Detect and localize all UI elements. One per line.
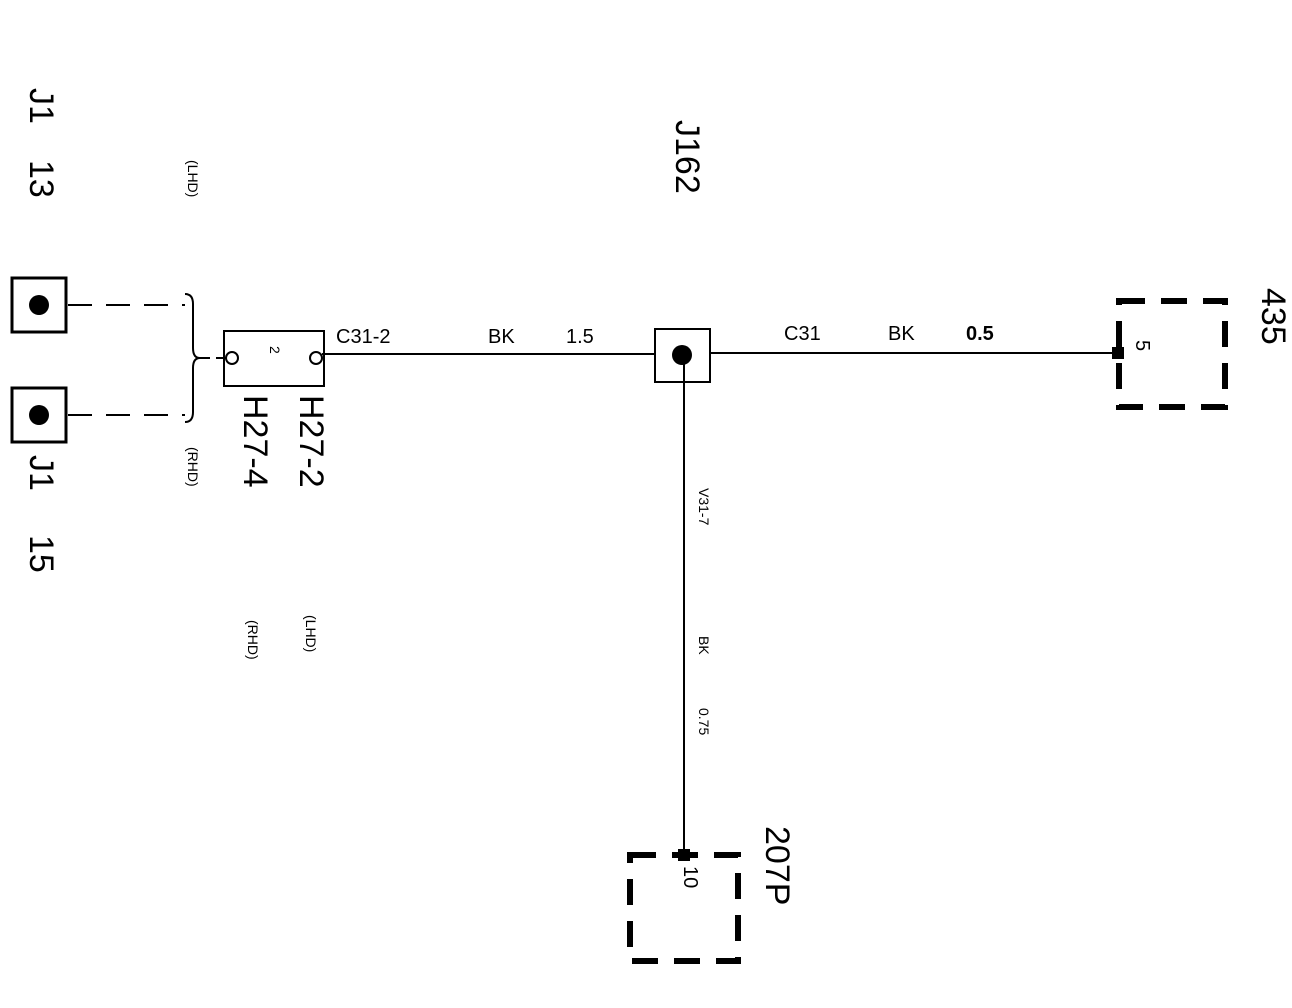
h27-4-label: H27-4 [236, 395, 274, 488]
j1-bottom-name: J1 [22, 455, 60, 491]
wire-down-color: BK [696, 636, 712, 655]
h27-2-label: H27-2 [292, 395, 330, 488]
j162-splice [654, 328, 711, 383]
connector-207p-pin: 10 [679, 866, 701, 888]
j162-label: J162 [668, 120, 706, 194]
connector-435-outline [1116, 298, 1228, 410]
j1-13-terminal [10, 276, 68, 334]
lhd-left-label: (LHD) [185, 160, 201, 197]
connector-435-pin: 5 [1131, 340, 1153, 351]
j1-top-name: J1 [22, 88, 60, 124]
j1-15-terminal [10, 386, 68, 444]
connector-207p-pin-mark [678, 849, 690, 861]
j1-top-pin: 13 [22, 160, 60, 198]
connector-207p-name: 207P [758, 826, 796, 905]
h27-rhd-label: (RHD) [245, 620, 261, 660]
option-brace [184, 293, 201, 423]
wire-down-circuit: V31-7 [696, 488, 712, 526]
wire-left-size: 1.5 [566, 326, 594, 348]
h27-pin-label: 2 [267, 346, 283, 354]
connector-435-name: 435 [1254, 288, 1292, 345]
j1-bottom-pin: 15 [22, 535, 60, 573]
wire-left-color: BK [488, 326, 515, 348]
wire-down-size: 0.75 [696, 708, 712, 735]
rhd-left-label: (RHD) [185, 447, 201, 487]
wire-right-color: BK [888, 323, 915, 345]
wire-right-circuit: C31 [784, 323, 821, 345]
wire-left-circuit: C31-2 [336, 326, 390, 348]
h27-lhd-label: (LHD) [303, 615, 319, 652]
h27-connector [223, 330, 325, 387]
connector-435-pin-mark [1112, 347, 1124, 359]
wire-right-size: 0.5 [966, 323, 994, 345]
